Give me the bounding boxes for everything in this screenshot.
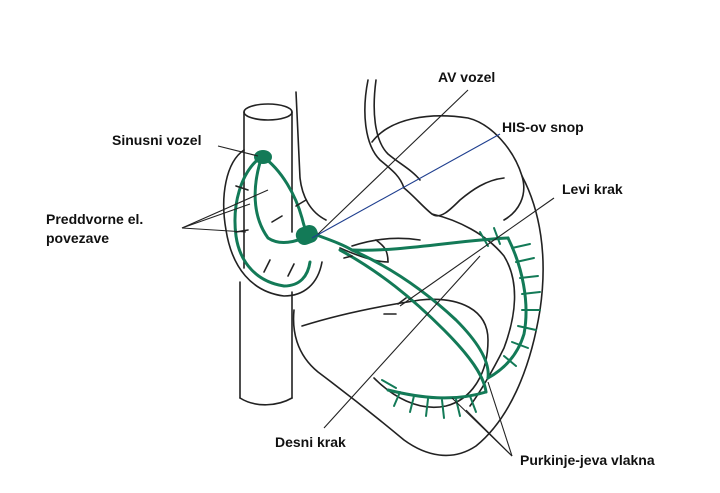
aorta-wall — [295, 91, 327, 221]
valve-left — [403, 177, 505, 217]
internodal-pathway-anterior — [233, 154, 312, 288]
label-desni-krak: Desni krak — [275, 434, 346, 450]
label-av-vozel: AV vozel — [438, 69, 496, 85]
right-atrium — [223, 149, 323, 297]
pathway-ticks — [235, 185, 407, 315]
av-node — [295, 225, 319, 245]
ventricle-outer-wall — [292, 175, 544, 457]
pointer-preddvorne-b — [181, 227, 247, 233]
lower-purkinje-trunk — [386, 388, 488, 400]
pointer-preddvorne-a — [181, 189, 269, 229]
right-ventricle-cavity — [301, 298, 489, 408]
right-bundle-branch — [338, 248, 488, 394]
internodal-pathway-posterior — [260, 154, 310, 238]
pointer-purkinje-c — [487, 381, 513, 457]
pointer-lines — [181, 89, 555, 457]
his-bundle — [312, 232, 354, 252]
superior-vena-cava — [243, 111, 293, 269]
left-ventricle-inner — [351, 237, 421, 247]
pointer-preddvorne-c — [181, 203, 251, 229]
sinus-node — [254, 150, 272, 164]
aortic-inner — [373, 79, 421, 181]
label-his-snop: HIS-ov snop — [502, 119, 584, 135]
left-purkinje-trunk — [486, 236, 528, 380]
pointer-levi — [399, 197, 555, 307]
pointer-his — [311, 133, 501, 239]
label-preddvorne-line1: Preddvorne el. — [46, 211, 144, 227]
label-levi-krak: Levi krak — [562, 181, 623, 197]
left-bundle-branch — [350, 248, 490, 380]
label-purkinje: Purkinje-jeva vlakna — [520, 452, 655, 468]
aortic-arch — [364, 79, 405, 189]
internodal-pathway-middle — [253, 154, 310, 244]
left-atrium — [371, 115, 525, 221]
heart-outline — [223, 79, 544, 457]
vena-cava-opening — [243, 103, 293, 121]
label-sinusni-vozel: Sinusni vozel — [112, 132, 202, 148]
conduction-system — [233, 154, 528, 400]
inferior-vena-cava-bottom — [239, 397, 293, 406]
pointer-av — [317, 89, 469, 235]
purkinje-fibers — [381, 227, 541, 419]
pointer-sinusni — [217, 145, 259, 157]
pointer-desni — [323, 255, 481, 429]
pointer-purkinje-b — [465, 409, 513, 457]
label-preddvorne-line2: povezave — [46, 230, 110, 246]
inferior-vena-cava — [239, 281, 293, 399]
left-bundle-upper — [350, 236, 510, 252]
